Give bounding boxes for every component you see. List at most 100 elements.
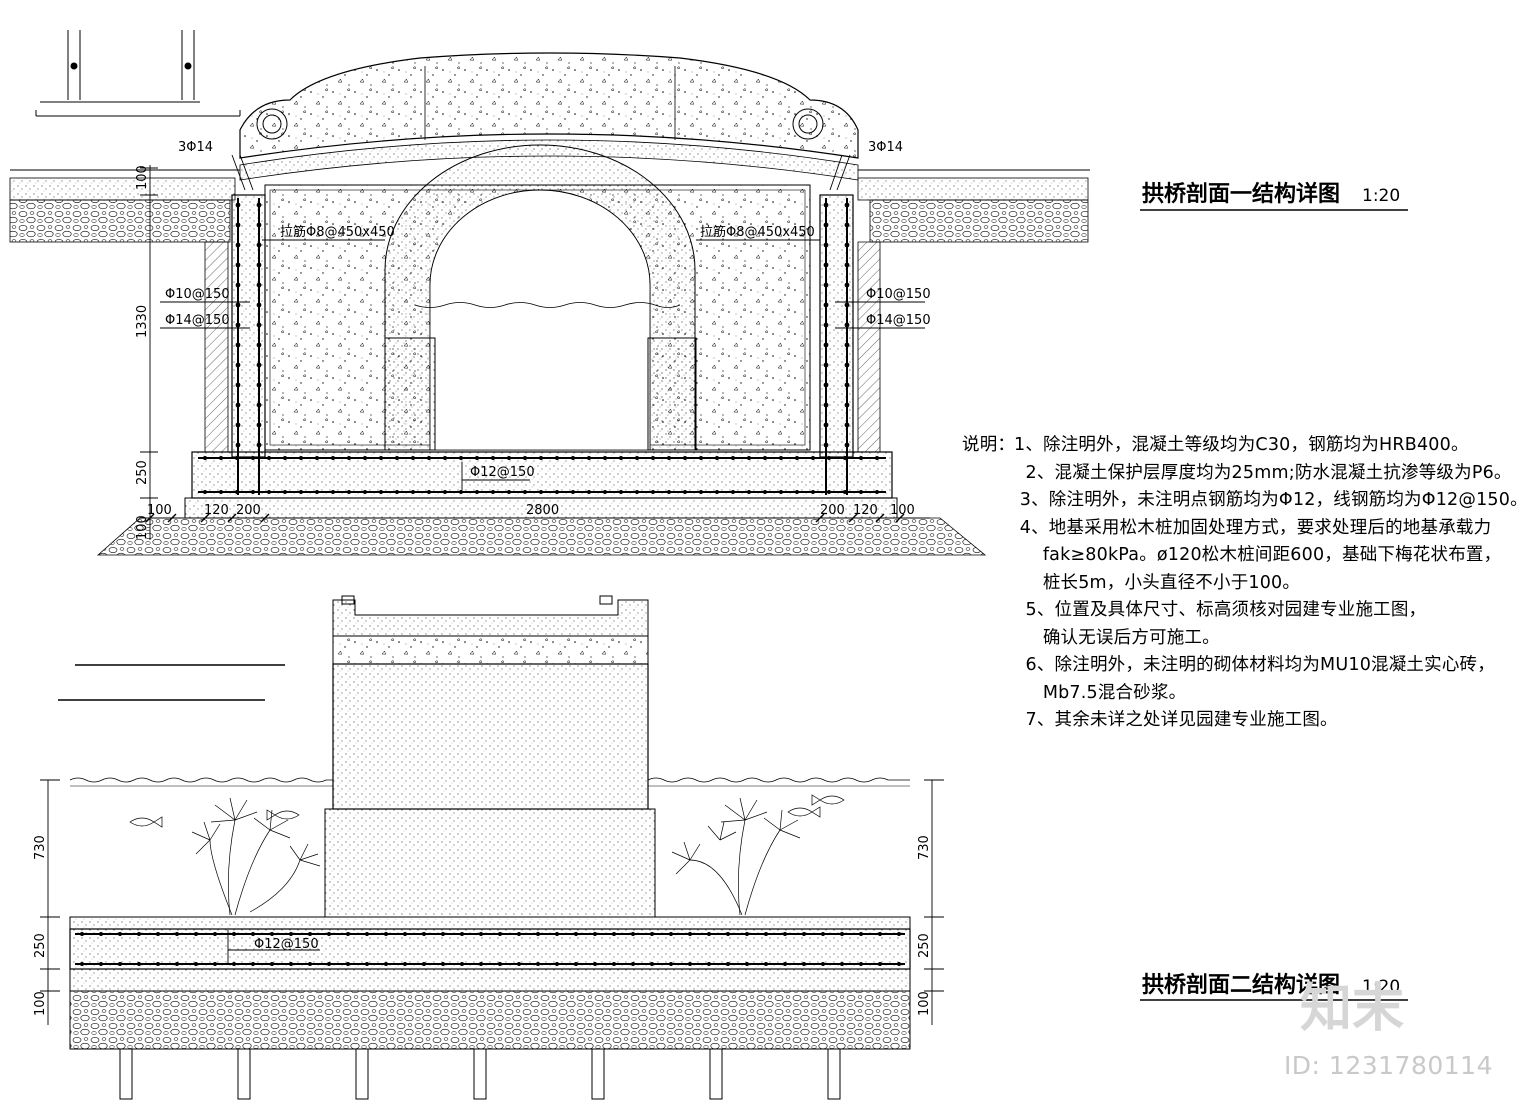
rebar-dot — [844, 362, 850, 368]
legend-sketch — [35, 30, 241, 117]
rebar-dot — [256, 282, 262, 288]
rebar-dot — [365, 962, 369, 966]
rebar-dot — [459, 456, 463, 460]
rebar-dot — [747, 490, 751, 494]
timber-pile — [119, 1048, 133, 1100]
rebar-dot — [251, 932, 255, 936]
rebar-dot — [289, 962, 293, 966]
dim-tick — [227, 513, 237, 523]
rebar-dot — [299, 490, 303, 494]
rebar-dot — [844, 282, 850, 288]
rebar-dot — [619, 490, 623, 494]
dim-tick — [875, 513, 885, 523]
dim-tick — [260, 513, 270, 523]
rebar-dot — [844, 222, 850, 228]
rebar-dot — [256, 322, 262, 328]
dim-v-wall: 1330 — [135, 305, 150, 338]
rebar-dot — [256, 222, 262, 228]
label-left-bar-a: Φ10@150 — [165, 287, 230, 302]
label-slab-bar: Φ12@150 — [470, 465, 535, 480]
parapet — [239, 52, 859, 159]
rc-slab — [69, 928, 911, 970]
timber-pile — [827, 1048, 841, 1100]
timber-pile — [355, 1048, 369, 1100]
rebar-dot — [859, 962, 863, 966]
rebar-dot — [443, 456, 447, 460]
dim2-left-water: 730 — [33, 835, 48, 860]
rebar-dot — [875, 456, 879, 460]
rebar-dot — [235, 402, 241, 408]
rebar-dot — [745, 962, 749, 966]
rebar-dot — [823, 282, 829, 288]
rebar-dot — [99, 932, 103, 936]
note-item: 6、除注明外，未注明的砌体材料均为MU10混凝土实心砖， — [1014, 655, 1495, 675]
rebar-dot — [650, 932, 654, 936]
note-row: 4、地基采用松木桩加固处理方式，要求处理后的地基承载力 — [962, 515, 1502, 543]
rebar-dot — [256, 262, 262, 268]
outer-wall-right — [857, 241, 881, 453]
arch-opening — [429, 189, 651, 451]
rebar-dot — [235, 362, 241, 368]
note-item: 1、除注明外，混凝土等级均为C30，钢筋均为HRB400。 — [1014, 435, 1469, 455]
rebar-dot — [498, 962, 502, 966]
rebar-dot — [256, 362, 262, 368]
rebar-dot — [235, 342, 241, 348]
rebar-dot — [156, 962, 160, 966]
rebar-dot — [346, 932, 350, 936]
section1-scale: 1:20 — [1362, 186, 1400, 206]
rebar-dot — [539, 456, 543, 460]
rebar-dot — [823, 222, 829, 228]
rebar-dot — [821, 962, 825, 966]
rebar-dot — [667, 456, 671, 460]
rebar-dot — [823, 302, 829, 308]
rebar-dot — [507, 456, 511, 460]
rebar-dot — [619, 456, 623, 460]
dim2-right-base: 100 — [917, 991, 932, 1016]
rebar-dot — [365, 932, 369, 936]
rebar-dot — [256, 442, 262, 448]
rebar-dot — [875, 490, 879, 494]
rebar-dot — [878, 962, 882, 966]
dim-h-right-a: 100 — [890, 503, 915, 518]
rebar-dot — [802, 932, 806, 936]
rebar-dot — [593, 932, 597, 936]
rebar-dot — [235, 242, 241, 248]
rebar-dot — [667, 490, 671, 494]
rebar-dot — [194, 932, 198, 936]
rebar-dot — [507, 490, 511, 494]
rebar-dot — [283, 456, 287, 460]
rebar-dot — [491, 456, 495, 460]
rebar-dot — [539, 490, 543, 494]
rebar-dot — [427, 456, 431, 460]
rebar-dot — [175, 962, 179, 966]
rebar-dot — [498, 932, 502, 936]
ground-left — [9, 177, 236, 201]
rebar-dot — [823, 202, 829, 208]
rebar-dot — [479, 962, 483, 966]
rebar-dot — [517, 962, 521, 966]
rebar-dot — [523, 490, 527, 494]
rebar-dot — [878, 932, 882, 936]
foundation-gravel — [96, 517, 987, 556]
note-item: 7、其余未详之处详见园建专业施工图。 — [1014, 710, 1338, 730]
rebar-dot — [555, 962, 559, 966]
rebar-dot — [479, 932, 483, 936]
note-row: 6、除注明外，未注明的砌体材料均为MU10混凝土实心砖， — [962, 652, 1502, 680]
rebar-dot — [897, 962, 901, 966]
rebar-dot — [235, 442, 241, 448]
rebar-dot — [346, 962, 350, 966]
note-item: 3、除注明外，未注明点钢筋均为Φ12，线钢筋均为Φ12@150。 — [1014, 490, 1528, 510]
rebar-dot — [536, 932, 540, 936]
rebar-dot — [795, 456, 799, 460]
abutment-left — [384, 337, 436, 451]
rebar-dot — [844, 382, 850, 388]
rosette-left — [256, 108, 288, 140]
note-item: 4、地基采用松木桩加固处理方式，要求处理后的地基承载力 — [1014, 517, 1492, 538]
rebar-dot — [651, 456, 655, 460]
rebar-dot — [256, 422, 262, 428]
rebar-dot — [844, 422, 850, 428]
rebar-dot — [475, 490, 479, 494]
note-row: 确认无误后方可施工。 — [962, 625, 1502, 653]
dim-v-base: 100 — [135, 515, 150, 540]
rebar-dot — [427, 490, 431, 494]
